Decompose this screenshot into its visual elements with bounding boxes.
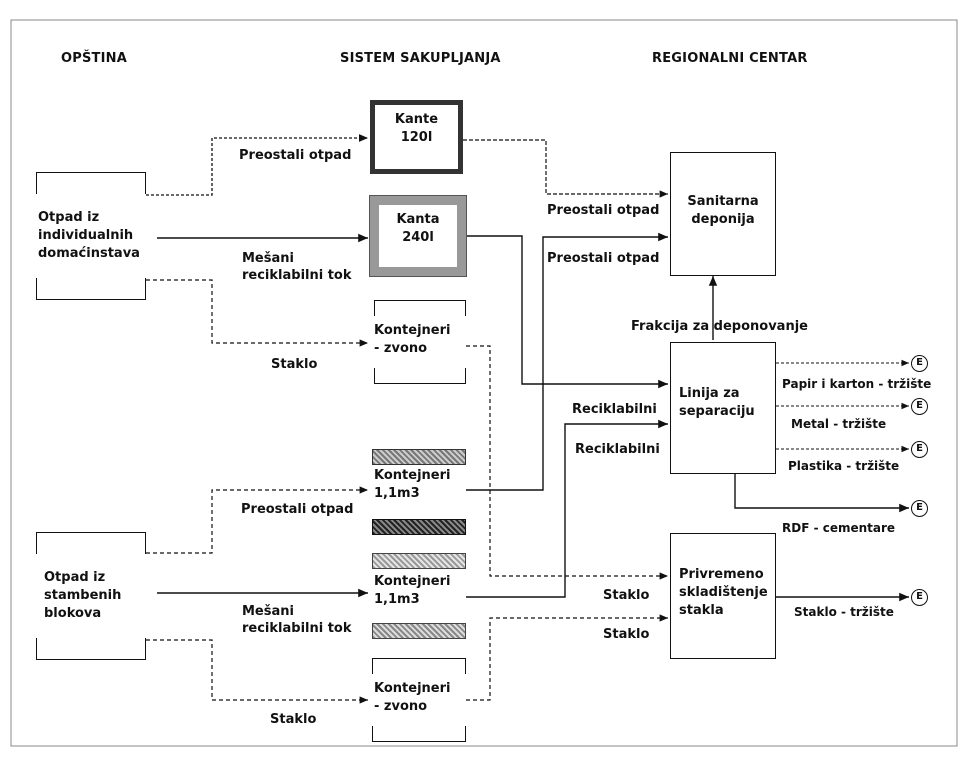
flow-label-mesani: Mešani [242,604,294,619]
collection-line: 1,1m3 [374,486,420,501]
source-individualna-domacinstva: Otpad iz individualnih domaćinstava [36,172,146,300]
flow-label-staklo: Staklo [270,712,317,727]
regional-sanitarna-deponija: Sanitarna deponija [670,152,776,276]
export-e-icon: E [911,441,928,458]
export-e-icon: E [911,589,928,606]
regional-line: stakla [679,603,724,618]
source-line: domaćinstava [38,246,140,261]
regional-linija-za-separaciju: Linija za separaciju [670,342,776,474]
flow-label-mesani: Mešani [242,251,294,266]
collection-kanta-240l: Kanta 240l [369,195,467,277]
export-e-icon: E [911,355,928,372]
collection-line: 120l [400,130,433,145]
output-label-papir-i-karton: Papir i karton - tržište [782,377,932,391]
collection-line: Kontejneri [374,681,451,696]
collection-kontejneri-11m3-a: Kontejneri 1,1m3 [372,449,466,535]
source-line: blokova [44,606,102,621]
regional-line: Linija za [679,386,740,401]
flow-label-preostali-otpad: Preostali otpad [239,148,352,163]
regional-line: Sanitarna [687,194,759,209]
collection-line: 240l [402,230,434,245]
output-label-metal: Metal - tržište [791,417,887,431]
export-e-icon: E [911,398,928,415]
flow-label-frakcija-za-deponovanje: Frakcija za deponovanje [631,319,808,334]
collection-line: 1,1m3 [374,592,420,607]
collection-line: Kanta [396,212,440,227]
regional-line: deponija [691,212,755,227]
header-regionalni-centar: REGIONALNI CENTAR [652,51,808,66]
source-line: stambenih [44,588,122,603]
flow-label-staklo: Staklo [603,588,650,603]
output-label-staklo-trziste: Staklo - tržište [794,605,894,619]
flow-label-reciklabilni-tok: reciklabilni tok [242,268,352,283]
flow-label-preostali-otpad: Preostali otpad [547,203,660,218]
flow-label-preostali-otpad: Preostali otpad [547,251,660,266]
collection-line: - zvono [374,341,428,356]
regional-line: separaciju [679,404,755,419]
collection-kante-120l: Kante 120l [370,100,463,174]
output-label-plastika: Plastika - tržište [788,459,900,473]
source-line: Otpad iz [44,570,106,585]
collection-line: Kontejneri [374,574,451,589]
header-sistem-sakupljanja: SISTEM SAKUPLJANJA [340,51,501,66]
export-e-icon: E [911,500,928,517]
header-opstina: OPŠTINA [61,51,127,66]
regional-line: Privremeno [679,567,764,582]
collection-line: Kontejneri [374,468,451,483]
flow-label-reciklabilni: Reciklabilni [572,402,657,417]
collection-line: - zvono [374,699,428,714]
collection-kontejneri-zvono-bottom: Kontejneri - zvono [372,658,466,742]
source-line: individualnih [38,228,134,243]
flow-label-preostali-otpad: Preostali otpad [241,502,354,517]
regional-line: skladištenje [679,585,768,600]
collection-line: Kante [394,112,439,127]
collection-kontejneri-11m3-b: Kontejneri 1,1m3 [372,553,466,639]
flow-label-staklo: Staklo [603,627,650,642]
source-stambeni-blokovi: Otpad iz stambenih blokova [36,532,146,660]
output-label-rdf-cementare: RDF - cementare [782,521,896,535]
flow-label-reciklabilni-tok: reciklabilni tok [242,621,352,636]
collection-kontejneri-zvono-top: Kontejneri - zvono [374,300,466,384]
regional-privremeno-skladistenje: Privremeno skladištenje stakla [670,533,776,659]
flow-label-staklo: Staklo [271,357,318,372]
flow-label-reciklabilni: Reciklabilni [575,442,660,457]
collection-line: Kontejneri [374,323,451,338]
source-line: Otpad iz [38,210,100,225]
